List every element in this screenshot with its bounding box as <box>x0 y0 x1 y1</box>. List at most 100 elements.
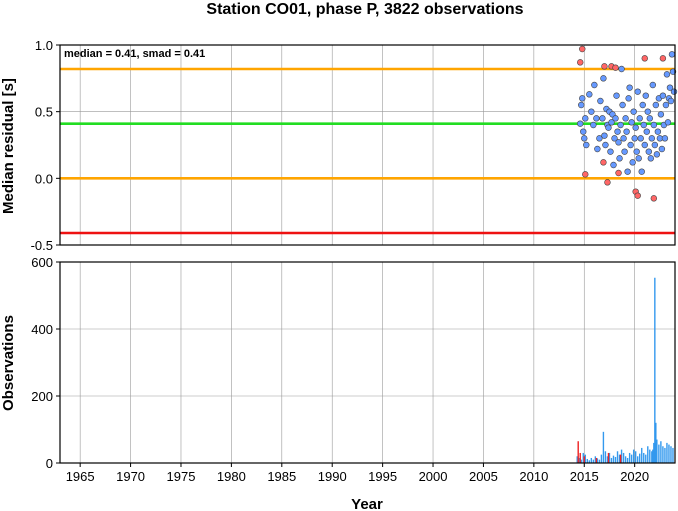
outlier-point <box>612 64 619 71</box>
residual-point <box>583 141 590 149</box>
x-axis-label: Year <box>351 496 383 511</box>
residual-point <box>659 92 667 99</box>
residual-point <box>622 115 629 122</box>
residual-point <box>614 128 621 135</box>
residual-point <box>578 101 585 109</box>
residual-point <box>635 155 642 162</box>
outlier-point <box>650 195 658 202</box>
residual-point <box>636 115 643 122</box>
residual-point <box>586 91 593 98</box>
residual-point <box>624 168 631 175</box>
x-tick-label: 1970 <box>116 469 145 484</box>
residual-point <box>580 128 587 135</box>
residual-point <box>657 111 665 118</box>
residual-point <box>599 115 606 122</box>
chart-title: Station CO01, phase P, 3822 observations <box>206 1 523 18</box>
x-tick-label: 1995 <box>368 469 397 484</box>
x-tick-label: 1980 <box>217 469 246 484</box>
residual-point <box>644 108 651 115</box>
x-tick-label: 2005 <box>469 469 498 484</box>
residual-point <box>628 119 635 126</box>
residual-point <box>619 101 626 109</box>
x-tick-label: 2020 <box>620 469 649 484</box>
bottom-gridlines <box>60 261 675 467</box>
outlier-point <box>604 179 611 186</box>
residual-point <box>652 101 660 109</box>
residual-point <box>601 132 608 139</box>
residual-point <box>623 128 630 135</box>
residual-point <box>596 135 603 142</box>
residual-point <box>648 135 656 142</box>
residual-point <box>647 155 655 162</box>
x-tick-label: 2015 <box>570 469 599 484</box>
residual-point <box>630 108 637 115</box>
bottom-y-axis-label: Observations <box>0 315 17 411</box>
x-tick-label: 1985 <box>267 469 296 484</box>
residual-point <box>610 161 617 169</box>
residual-point <box>668 51 676 58</box>
residual-point <box>670 88 678 95</box>
bottom-plot-frame <box>59 261 676 464</box>
residual-point <box>591 81 598 89</box>
outlier-point <box>634 192 641 199</box>
residual-point <box>645 148 652 155</box>
residual-point <box>658 145 666 153</box>
residual-point <box>611 135 618 142</box>
residual-point <box>632 124 639 131</box>
outlier-point <box>659 55 667 62</box>
residual-point <box>651 141 659 149</box>
x-tick-label: 2000 <box>419 469 448 484</box>
residual-point <box>579 95 586 102</box>
outlier-point <box>601 63 608 70</box>
outlier-point <box>615 169 622 177</box>
residual-point <box>602 141 609 149</box>
residual-point <box>646 115 653 122</box>
residual-point <box>616 155 623 162</box>
top-y-tick-label: 1.0 <box>35 38 53 53</box>
x-tick-label: 1965 <box>66 469 95 484</box>
top-y-tick-label: 0.0 <box>35 171 53 186</box>
top-reference-lines <box>60 67 675 235</box>
residual-point <box>629 159 636 166</box>
outlier-point <box>579 45 586 53</box>
residual-point <box>662 101 670 109</box>
residual-point <box>588 108 595 115</box>
residual-point <box>640 121 647 129</box>
residual-point <box>638 168 645 175</box>
residual-point <box>600 75 607 82</box>
residual-point <box>621 148 628 155</box>
x-tick-label: 1975 <box>167 469 196 484</box>
residual-point <box>626 84 633 91</box>
residual-point <box>627 141 634 149</box>
residual-point <box>613 92 620 99</box>
outlier-point <box>600 159 607 166</box>
residual-point <box>664 119 672 126</box>
residual-point <box>612 115 619 122</box>
residual-point <box>643 128 650 135</box>
residual-point <box>605 124 612 131</box>
residual-point <box>593 115 600 122</box>
residual-point <box>615 139 622 146</box>
top-y-tick-label: 0.5 <box>35 105 53 120</box>
bottom-y-tick-label: 400 <box>31 322 53 337</box>
residual-point <box>625 95 632 102</box>
residual-point <box>617 121 624 129</box>
outlier-point <box>582 171 589 178</box>
residual-point <box>631 135 638 142</box>
residual-point <box>642 92 649 99</box>
residual-point <box>653 151 661 158</box>
bottom-y-tick-label: 0 <box>46 456 53 471</box>
stats-annotation: median = 0.41, smad = 0.41 <box>64 48 205 60</box>
residual-point <box>594 145 601 153</box>
residual-point <box>618 65 625 73</box>
outlier-point <box>641 55 648 62</box>
top-y-tick-labels: -0.5 0.0 0.5 1.0 <box>31 38 60 253</box>
residual-point <box>637 135 644 142</box>
residual-point <box>581 135 588 142</box>
residual-point <box>639 101 646 109</box>
top-y-tick-label: -0.5 <box>31 238 53 253</box>
top-y-axis-label: Median residual [s] <box>0 78 17 214</box>
